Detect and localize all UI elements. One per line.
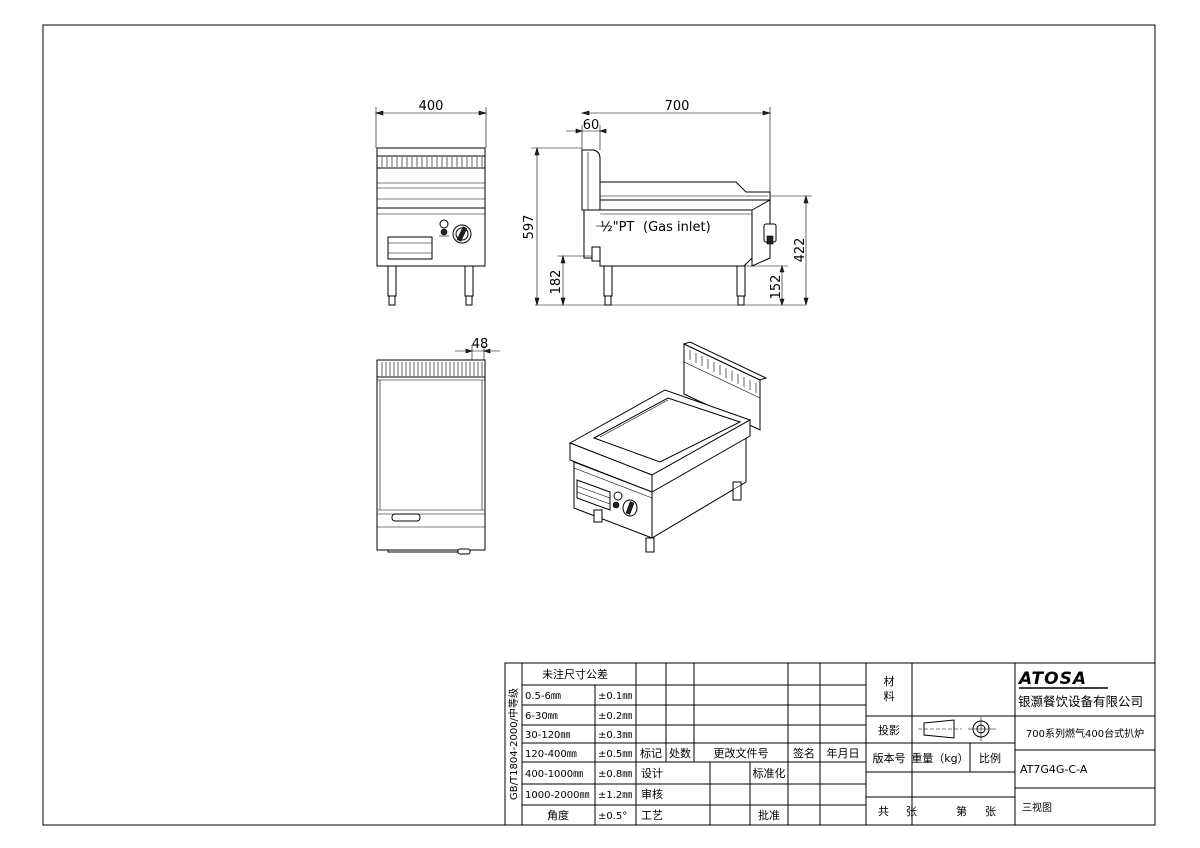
revision-date-header: 年月日 (827, 746, 860, 760)
front-view: 400 (374, 99, 488, 306)
tolerance-range-5: 400-1000㎜ (525, 769, 583, 780)
tolerance-range-3: 30-120㎜ (525, 730, 570, 741)
side-backsplash-dimension: 60 (583, 118, 600, 133)
revision-count-header: 处数 (669, 747, 691, 760)
front-backsplash-ribs (381, 157, 483, 167)
tolerance-value-2: ±0.2㎜ (598, 711, 632, 722)
tolerance-value-5: ±0.8㎜ (598, 769, 632, 780)
tolerance-value-6: ±1.2㎜ (598, 790, 632, 801)
view-type: 三视图 (1022, 801, 1052, 814)
material-label-2: 料 (884, 689, 895, 703)
isometric-view (568, 341, 768, 553)
tolerance-value-7: ±0.5° (598, 811, 627, 822)
signoff-design: 设计 (641, 767, 663, 780)
tolerance-value-1: ±0.1㎜ (598, 691, 632, 702)
total-label: 共 (878, 805, 889, 818)
scale-label: 比例 (979, 751, 1001, 765)
sheet-label: 张 (985, 805, 996, 818)
version-label: 版本号 (873, 751, 906, 765)
tolerance-standard-label: GB/T1804-2000/中等级 (507, 688, 520, 800)
tolerance-range-1: 0.5-6㎜ (525, 691, 561, 702)
tolerance-range-6: 1000-2000㎜ (525, 790, 590, 801)
signoff-standardize: 标准化 (753, 766, 786, 780)
tolerance-value-4: ±0.5㎜ (598, 749, 632, 760)
product-name: 700系列燃气400台式扒炉 (1026, 727, 1144, 740)
title-block: GB/T1804-2000/中等级 未注尺寸公差 0.5-6㎜ ±0.1㎜ 6-… (504, 662, 1156, 826)
side-depth-dimension: 700 (665, 99, 690, 114)
sheets-label: 张 (906, 805, 917, 818)
top-view: 48 (376, 337, 500, 555)
front-drip-tray (387, 236, 433, 260)
tolerance-header: 未注尺寸公差 (542, 667, 608, 681)
revision-doc-header: 更改文件号 (714, 746, 769, 760)
projection-symbol-icon (918, 717, 996, 741)
revision-mark-header: 标记 (640, 746, 662, 760)
gas-inlet-label: (Gas inlet) (643, 220, 711, 235)
signoff-review: 审核 (641, 787, 663, 801)
company-logo: ATOSA (1017, 669, 1087, 689)
ignition-button-icon (439, 219, 449, 229)
front-width-dimension: 400 (419, 99, 444, 114)
side-height-dimension: 597 (522, 215, 537, 240)
revision-sign-header: 签名 (793, 746, 815, 760)
side-right-height-dimension: 422 (793, 238, 808, 263)
signoff-approve: 批准 (758, 808, 780, 822)
material-label-1: 材 (884, 674, 895, 688)
tolerance-range-4: 120-400㎜ (525, 749, 577, 760)
tolerance-range-7: 角度 (547, 808, 569, 822)
model-number: AT7G4G-C-A (1020, 763, 1088, 776)
sheet-no-label: 第 (956, 804, 967, 818)
side-gas-inlet-height-dimension: 182 (549, 270, 564, 295)
top-offset-dimension: 48 (472, 337, 489, 352)
projection-label: 投影 (878, 723, 900, 737)
side-view: 700 60 ½"PT (Gas inlet) (522, 99, 812, 307)
signoff-process: 工艺 (641, 809, 663, 822)
tolerance-range-2: 6-30㎜ (525, 711, 558, 722)
tolerance-value-3: ±0.3㎜ (598, 730, 632, 741)
gas-inlet-fraction-label: ½"PT (600, 220, 634, 235)
side-leg-height-dimension: 152 (769, 275, 784, 300)
weight-label: 重量（kg） (911, 751, 968, 765)
company-name: 银灏餐饮设备有限公司 (1018, 694, 1143, 709)
